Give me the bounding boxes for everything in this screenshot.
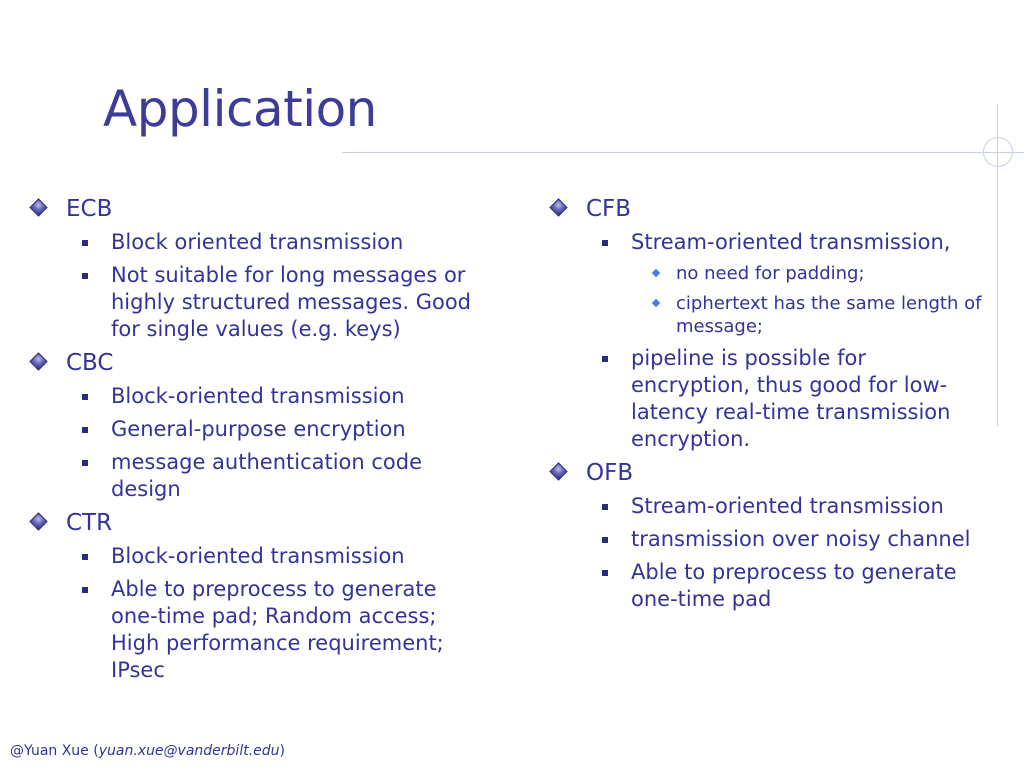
- square-bullet-icon: [82, 427, 88, 433]
- small-diamond-bullet-icon: [651, 268, 661, 278]
- diamond-bullet-icon: [549, 462, 568, 481]
- sub-bullet-text: Able to preprocess to generate one-time …: [111, 577, 444, 682]
- sub-bullet: Block-oriented transmission: [28, 383, 508, 410]
- small-diamond-bullet-icon: [651, 298, 661, 308]
- footer-email-link[interactable]: yuan.xue@vanderbilt.edu: [98, 743, 280, 759]
- square-bullet-icon: [82, 554, 88, 560]
- square-bullet-icon: [602, 504, 608, 510]
- square-bullet-icon: [82, 273, 88, 279]
- slide-title: Application: [103, 80, 377, 138]
- sub-bullet: Able to preprocess to generate one-time …: [28, 576, 476, 684]
- sub-bullet-text: Stream-oriented transmission: [631, 494, 944, 518]
- diamond-bullet-icon: [29, 512, 48, 531]
- decorative-horizontal-rule: [342, 152, 1024, 153]
- sub-bullet-text: message authentication code design: [111, 450, 423, 501]
- bullet-heading: ECB: [66, 196, 113, 222]
- sub-bullet-text: Block oriented transmission: [111, 230, 404, 254]
- sub-bullet: General-purpose encryption: [28, 416, 508, 443]
- square-bullet-icon: [602, 240, 608, 246]
- bullet-heading: CFB: [586, 196, 632, 222]
- sub-bullet: Block oriented transmission: [28, 229, 508, 256]
- right-column: CFB Stream-oriented transmission, no nee…: [548, 195, 998, 619]
- decorative-circle: [983, 137, 1013, 167]
- square-bullet-icon: [602, 537, 608, 543]
- decorative-vertical-rule: [997, 104, 998, 426]
- square-bullet-icon: [602, 356, 608, 362]
- sub-sub-bullet-text: no need for padding;: [676, 263, 865, 284]
- sub-sub-bullet-text: ciphertext has the same length of messag…: [676, 293, 982, 337]
- bullet-heading: CBC: [66, 350, 114, 376]
- square-bullet-icon: [82, 460, 88, 466]
- square-bullet-icon: [82, 587, 88, 593]
- square-bullet-icon: [602, 570, 608, 576]
- bullet-ecb: ECB: [28, 195, 508, 223]
- bullet-cbc: CBC: [28, 349, 508, 377]
- bullet-heading: OFB: [586, 460, 634, 486]
- sub-sub-bullet: no need for padding;: [548, 262, 998, 285]
- sub-bullet-text: Able to preprocess to generate one-time …: [631, 560, 957, 611]
- left-column: ECB Block oriented transmission Not suit…: [28, 195, 508, 690]
- square-bullet-icon: [82, 394, 88, 400]
- sub-bullet: pipeline is possible for encryption, thu…: [548, 345, 976, 453]
- diamond-bullet-icon: [549, 198, 568, 217]
- sub-bullet-text: pipeline is possible for encryption, thu…: [631, 346, 951, 451]
- diamond-bullet-icon: [29, 352, 48, 371]
- bullet-ctr: CTR: [28, 509, 508, 537]
- sub-sub-bullet: ciphertext has the same length of messag…: [548, 292, 991, 338]
- sub-bullet: Stream-oriented transmission: [548, 493, 998, 520]
- sub-bullet: Able to preprocess to generate one-time …: [548, 559, 991, 613]
- sub-bullet-text: Block-oriented transmission: [111, 384, 405, 408]
- footer-author: @Yuan Xue (: [10, 743, 99, 759]
- bullet-ofb: OFB: [548, 459, 998, 487]
- bullet-heading: CTR: [66, 510, 113, 536]
- sub-bullet: message authentication code design: [28, 449, 451, 503]
- sub-bullet-text: Block-oriented transmission: [111, 544, 405, 568]
- footer-credit: @Yuan Xue (yuan.xue@vanderbilt.edu): [10, 743, 285, 759]
- square-bullet-icon: [82, 240, 88, 246]
- sub-bullet-text: Stream-oriented transmission,: [631, 230, 951, 254]
- bullet-cfb: CFB: [548, 195, 998, 223]
- sub-bullet: Not suitable for long messages or highly…: [28, 262, 506, 343]
- sub-bullet-text: Not suitable for long messages or highly…: [111, 263, 471, 341]
- sub-bullet: Block-oriented transmission: [28, 543, 508, 570]
- sub-bullet: Stream-oriented transmission,: [548, 229, 998, 256]
- sub-bullet: transmission over noisy channel: [548, 526, 998, 553]
- sub-bullet-text: transmission over noisy channel: [631, 527, 971, 551]
- footer-suffix: ): [279, 743, 285, 759]
- diamond-bullet-icon: [29, 198, 48, 217]
- sub-bullet-text: General-purpose encryption: [111, 417, 406, 441]
